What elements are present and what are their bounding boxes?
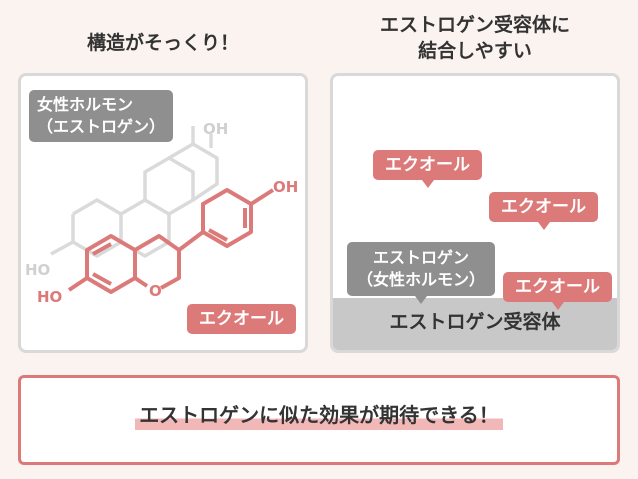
equol-tag-3: エクオール xyxy=(503,272,612,310)
o-ring-label: O xyxy=(149,282,162,300)
right-heading: エストロゲン受容体に 結合しやすい xyxy=(330,12,620,64)
ho-left-label: HO xyxy=(25,261,50,279)
left-heading: 構造がそっくり！ xyxy=(86,32,239,54)
estrogen-tag-left: 女性ホルモン （エストロゲン） xyxy=(29,90,174,142)
equol-tag-left: エクオール xyxy=(187,304,296,334)
equol-tag-2: エクオール xyxy=(489,192,598,230)
estrogen-tag-left-line-1: 女性ホルモン xyxy=(37,95,134,114)
equol-skeleton xyxy=(67,188,275,294)
ho-pink-label: HO xyxy=(37,288,62,306)
estrogen-tag-right-line-1: エストロゲン xyxy=(373,248,470,267)
right-heading-line-1: エストロゲン受容体に xyxy=(379,14,570,36)
conclusion-text: エストロゲンに似た効果が期待できる！ xyxy=(135,400,503,430)
estrogen-tag-right: エストロゲン （女性ホルモン） xyxy=(347,242,496,304)
estrogen-tag-right-line-2: （女性ホルモン） xyxy=(357,270,486,289)
estrogen-skeleton xyxy=(50,126,219,259)
equol-tag-1: エクオール xyxy=(373,150,482,188)
right-heading-line-2: 結合しやすい xyxy=(418,40,532,62)
conclusion-box: エストロゲンに似た効果が期待できる！ xyxy=(18,375,620,465)
oh-top-label: OH xyxy=(203,120,228,138)
estrogen-tag-left-line-2: （エストロゲン） xyxy=(37,117,166,136)
molecule-diagram: OH HO O OH HO xyxy=(25,120,298,306)
estrogen-receptor-bar: エストロゲン受容体 xyxy=(333,298,617,350)
structure-panel: OH HO O OH HO 女性ホルモン （エストロゲン） エクオール xyxy=(18,73,308,353)
oh-right-label: OH xyxy=(273,178,298,196)
receptor-panel: エストロゲン受容体 エクオール エクオール エストロゲン （女性ホルモン） エク… xyxy=(330,73,620,353)
